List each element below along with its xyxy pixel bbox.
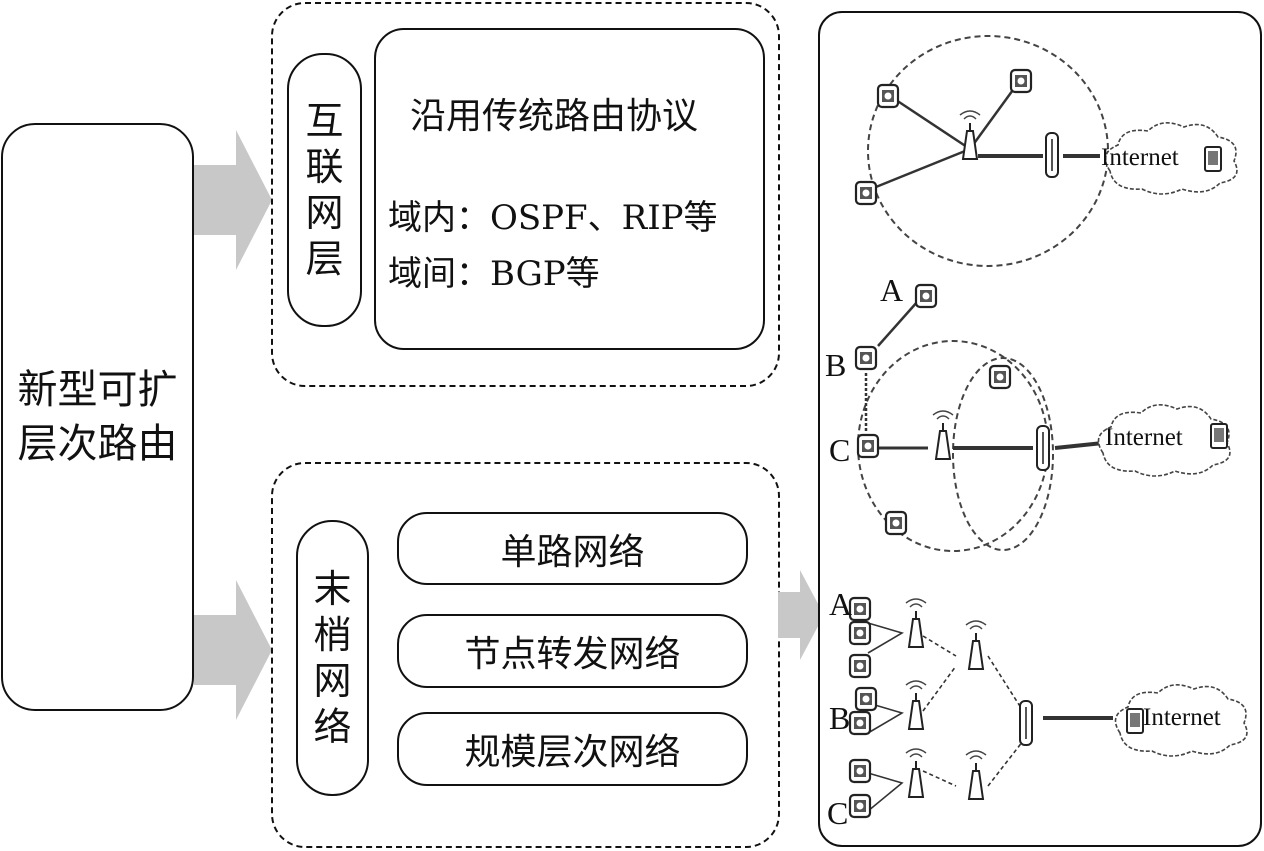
sink-node-icon xyxy=(965,620,987,670)
node-label-a: A xyxy=(880,272,904,308)
gateway-icon xyxy=(1036,425,1050,471)
protocol-heading: 沿用传统路由协议 xyxy=(410,96,699,137)
internet-label-3: Internet xyxy=(1143,704,1221,731)
sensor-icon xyxy=(854,180,878,206)
edge-item-single: 单路网络 xyxy=(397,512,748,585)
server-icon xyxy=(1204,146,1222,172)
node-label-a: A xyxy=(829,586,853,622)
sink-node-icon xyxy=(965,750,987,800)
node-label-c: C xyxy=(829,432,851,468)
interconnect-group xyxy=(271,2,780,387)
protocol-intra: 域内：OSPF、RIP等 xyxy=(388,198,718,238)
protocol-box: 沿用传统路由协议 域内：OSPF、RIP等 域间：BGP等 xyxy=(374,28,765,350)
sensor-icon xyxy=(854,345,878,371)
sensor-icon xyxy=(876,83,900,109)
edge-char: 末 xyxy=(313,567,352,611)
arrow-to-figures xyxy=(778,570,824,660)
cluster-head-icon xyxy=(905,748,927,798)
gateway-icon xyxy=(1019,700,1033,746)
node-label-b: B xyxy=(829,700,851,736)
edge-item-label: 规模层次网络 xyxy=(464,732,681,773)
sensor-icon xyxy=(988,364,1012,390)
edge-char: 梢 xyxy=(313,613,352,657)
edge-item-hierarchical: 规模层次网络 xyxy=(397,712,748,786)
edge-char: 络 xyxy=(313,705,352,749)
sensor-icon xyxy=(848,710,872,736)
main-concept-line2: 层次路由 xyxy=(17,421,178,467)
cluster-head-icon xyxy=(905,680,927,730)
sensor-icon xyxy=(884,510,908,536)
interconnect-char: 联 xyxy=(305,145,344,189)
sensor-icon xyxy=(854,686,878,712)
edge-char: 网 xyxy=(313,659,352,703)
sensor-icon xyxy=(848,653,872,679)
edge-label-box: 末 梢 网 络 xyxy=(296,520,369,796)
sensor-icon xyxy=(848,793,872,819)
interconnect-char: 层 xyxy=(305,237,344,281)
edge-item-label: 单路网络 xyxy=(500,531,645,573)
sensor-icon xyxy=(848,596,872,622)
edge-group xyxy=(271,462,780,848)
cluster-head-icon xyxy=(905,598,927,648)
edge-item-label: 节点转发网络 xyxy=(464,634,681,675)
sensor-icon xyxy=(1009,68,1033,94)
node-label-c: C xyxy=(827,795,849,831)
interconnect-label-box: 互 联 网 层 xyxy=(287,53,362,327)
gateway-icon xyxy=(1045,132,1059,178)
sensor-icon xyxy=(856,433,880,459)
protocol-inter: 域间：BGP等 xyxy=(388,254,600,294)
sensor-icon xyxy=(848,620,872,646)
star-topology-figure xyxy=(854,35,1238,267)
relay-topology-figure xyxy=(854,283,1231,552)
node-label-b: B xyxy=(825,347,847,383)
sensor-icon xyxy=(914,283,938,309)
network-figures xyxy=(848,35,1248,819)
interconnect-char: 互 xyxy=(305,99,344,143)
server-icon xyxy=(1210,423,1228,449)
hierarchical-topology-figure xyxy=(848,596,1248,819)
edge-item-relay: 节点转发网络 xyxy=(397,614,748,688)
arrow-to-edge xyxy=(194,580,272,720)
main-concept-box: 新型可扩 层次路由 xyxy=(1,123,194,711)
arrow-to-interconnect xyxy=(194,130,272,270)
sensor-icon xyxy=(848,758,872,784)
server-icon xyxy=(1126,708,1144,734)
internet-label-2: Internet xyxy=(1105,424,1183,451)
main-concept-line1: 新型可扩 xyxy=(17,367,178,413)
internet-label-1: Internet xyxy=(1101,144,1179,171)
sink-node-icon xyxy=(932,410,954,460)
interconnect-char: 网 xyxy=(305,191,344,235)
